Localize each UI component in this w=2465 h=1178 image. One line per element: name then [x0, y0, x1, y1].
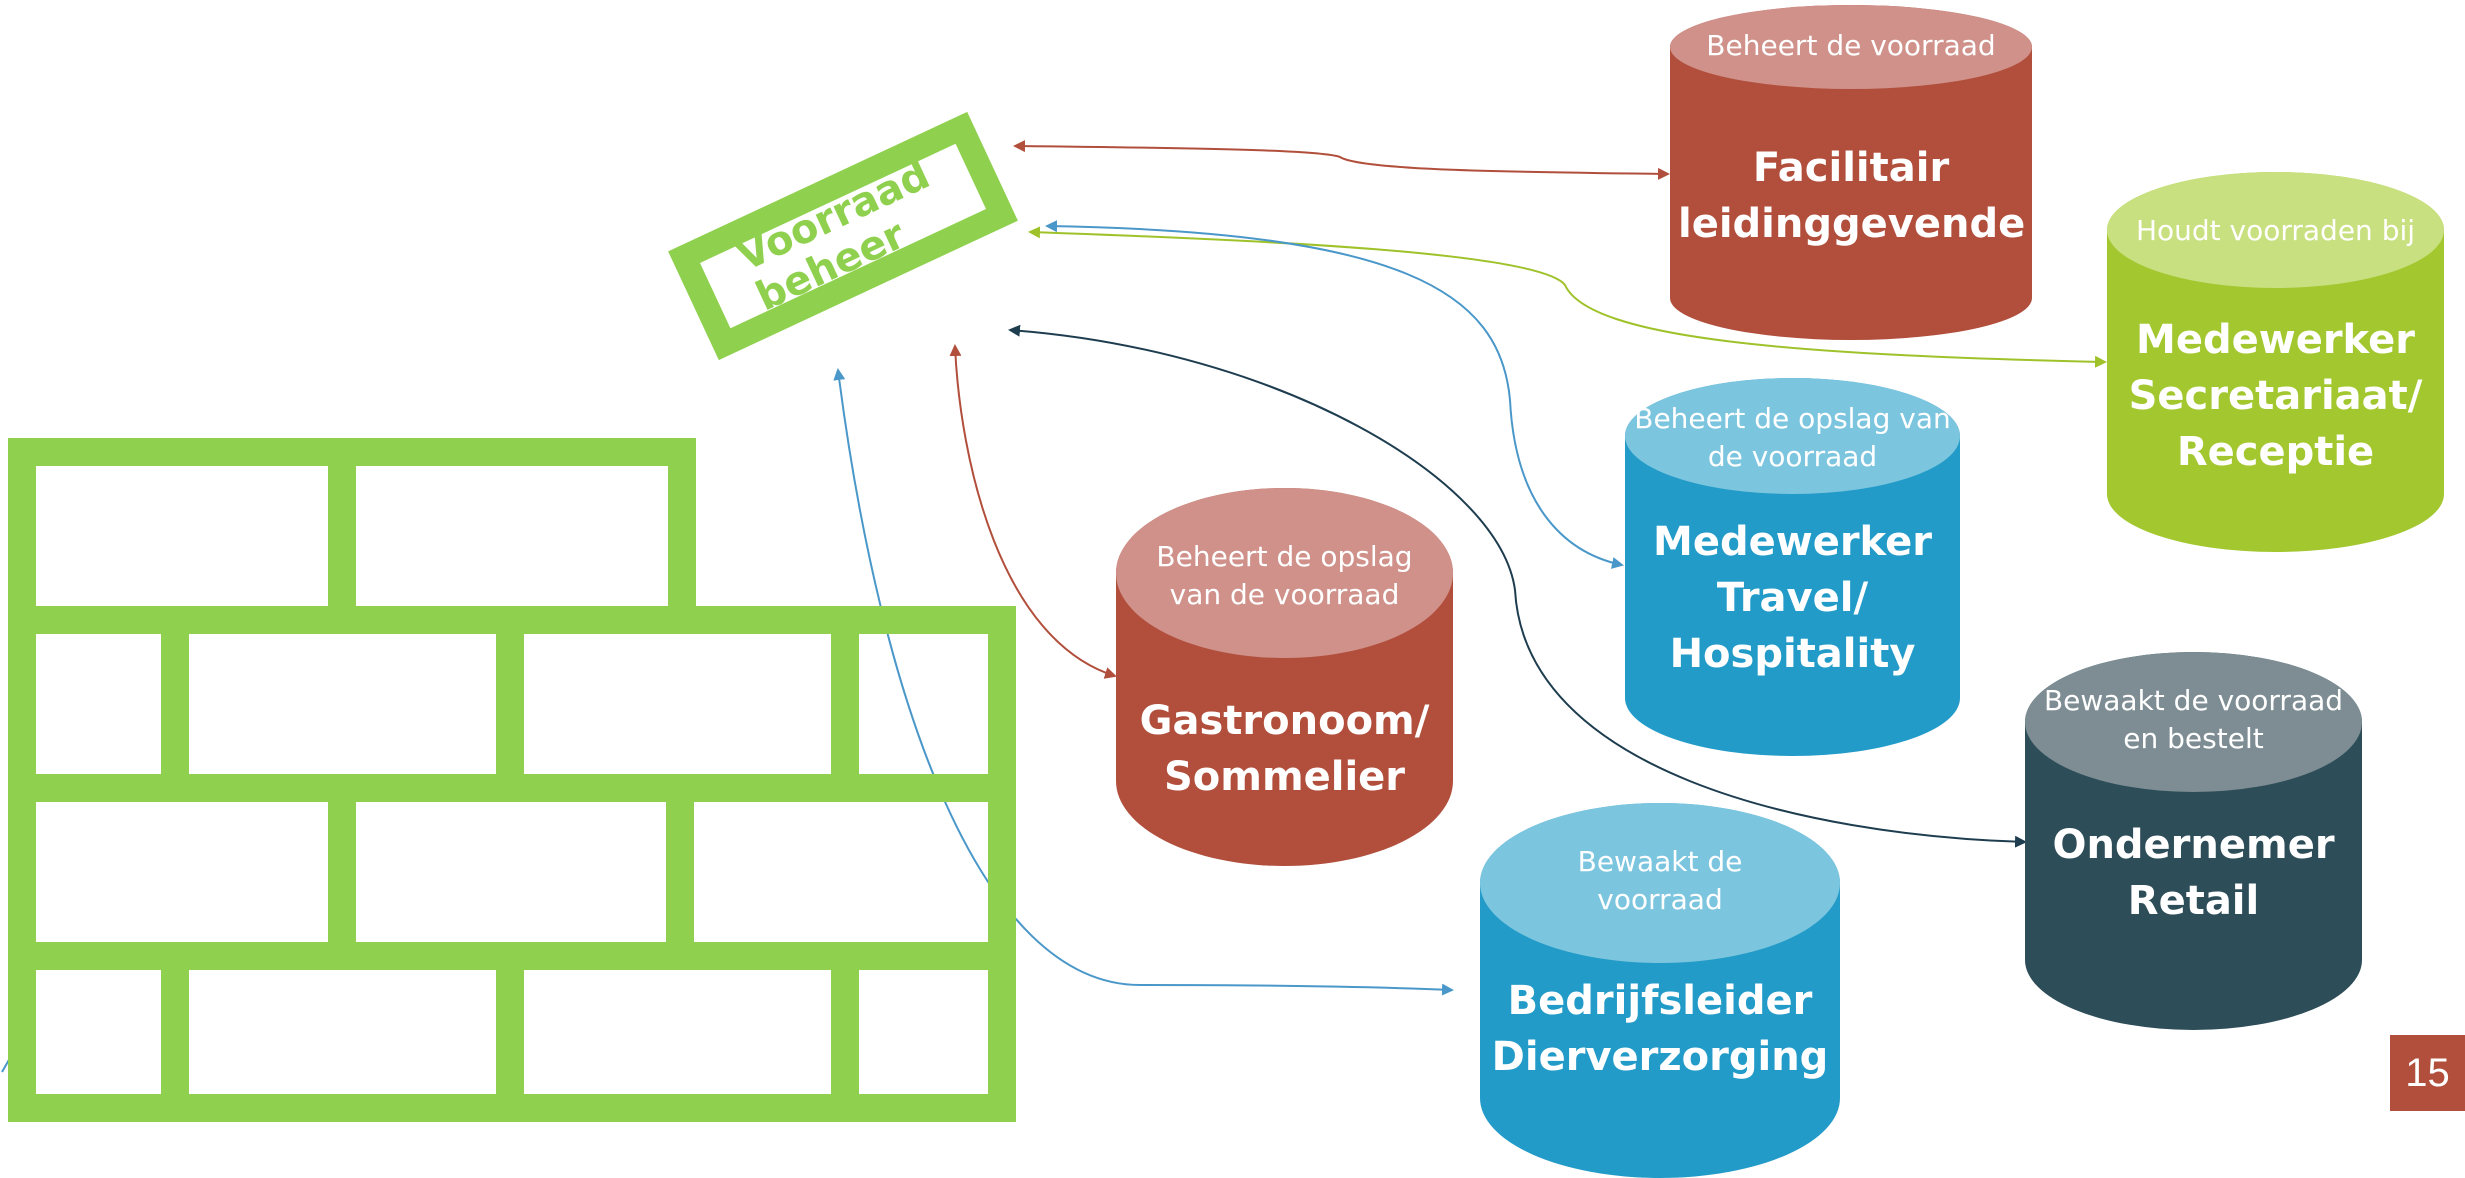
- cylinder-role-name: Medewerker Travel/ Hospitality: [1653, 519, 1932, 677]
- cylinder-top: [2025, 652, 2362, 792]
- cylinder-caption: Beheert de opslag van de voorraad: [1634, 402, 1951, 473]
- cylinder-role-name: Gastronoom/ Sommelier: [1139, 698, 1430, 800]
- arrow-facilitair: [1013, 140, 1670, 180]
- cylinder-top: [1480, 803, 1840, 963]
- cylinder-role-name: Medewerker Secretariaat/ Receptie: [2128, 317, 2423, 475]
- cylinder-caption: Bewaakt de voorraad en bestelt: [2043, 684, 2344, 755]
- cylinder-caption: Beheert de opslag van de voorraad: [1156, 540, 1413, 611]
- cylinder-caption: Bewaakt de voorraad: [1577, 845, 1743, 916]
- cylinder-top: [2107, 172, 2444, 288]
- cylinder-role-name: Ondernemer Retail: [2052, 822, 2335, 924]
- cylinder-role-name: Bedrijfsleider Dierverzorging: [1491, 978, 1829, 1080]
- cylinder-role-name: Facilitair leidinggevende: [1678, 145, 2026, 247]
- cylinder-body: [1670, 5, 2032, 340]
- cylinder-caption: Beheert de voorraad: [1706, 29, 1996, 62]
- cylinder-top: [1625, 378, 1960, 494]
- page-number: 15: [2390, 1035, 2465, 1111]
- brick-wall: [8, 438, 1016, 1122]
- cylinder-top: [1116, 488, 1453, 658]
- cylinder-caption: Houdt voorraden bij: [2135, 214, 2416, 247]
- cylinder-top: [1670, 5, 2032, 89]
